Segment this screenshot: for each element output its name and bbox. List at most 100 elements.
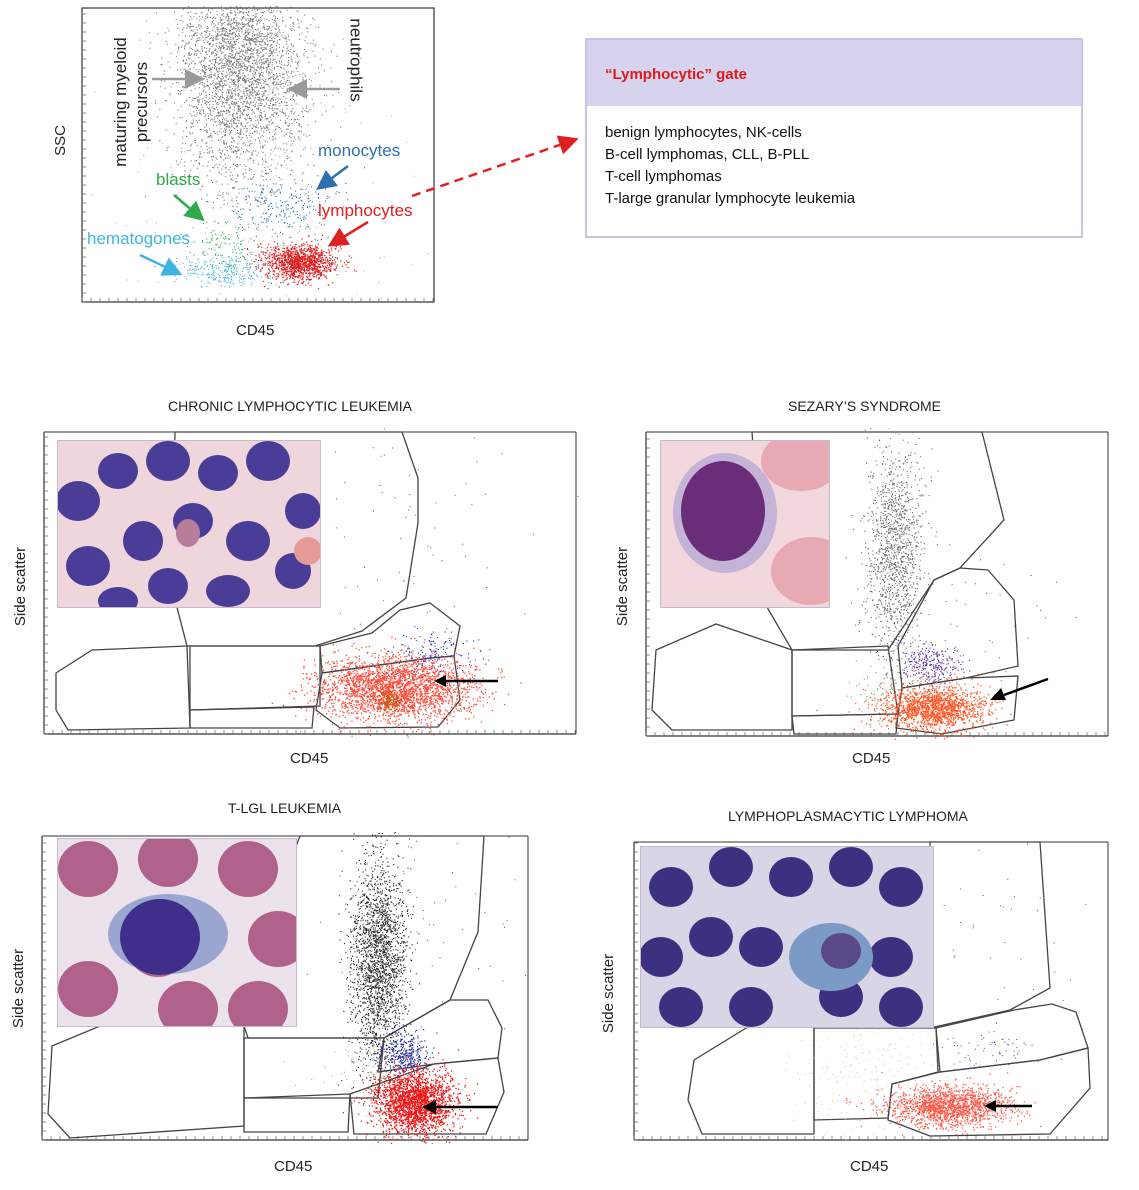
- cell-cluster-sezary: [673, 441, 829, 605]
- scatter-cloud: [785, 1022, 996, 1141]
- gate-polygon: [377, 999, 503, 1073]
- panel-cll-scatter: [253, 428, 579, 738]
- panel-cll-plot: [43, 428, 579, 738]
- panel-tlgl-ticks: [41, 842, 520, 1141]
- scatter-cloud: [933, 1031, 1062, 1074]
- overview-scatter: [92, 6, 429, 300]
- lymphocyte-cell: [123, 521, 163, 561]
- lymphocyte-cell: [689, 917, 733, 957]
- panel-cll: [40, 428, 580, 738]
- lymphocyte-cell: [66, 546, 110, 586]
- scatter-cloud: [351, 1047, 479, 1144]
- panel-tlgl-y-axis-label: Side scatter: [10, 948, 28, 1029]
- scatter-cloud: [271, 636, 522, 738]
- lymphocyte-cell: [206, 575, 250, 607]
- lymphocyte-cell: [869, 937, 913, 977]
- scatter-cloud: [876, 635, 971, 694]
- panel-sezary-scatter: [816, 428, 1077, 740]
- arrow-lymphocytes: [327, 220, 369, 247]
- panel-title-lpl: LYMPHOPLASMACYTIC LYMPHOMA: [728, 808, 968, 824]
- panel-tlgl-x-axis-label: CD45: [274, 1158, 313, 1175]
- panel-cll-x-axis-label: CD45: [290, 750, 329, 767]
- red-blood-cell: [248, 911, 296, 967]
- gate-polygon: [895, 675, 1019, 735]
- scatter-cloud: [154, 247, 296, 295]
- scatter-cloud: [816, 669, 1012, 740]
- arrow-blasts: [173, 194, 205, 222]
- label-monocytes: monocytes: [318, 141, 401, 160]
- gate-polygon: [349, 1057, 505, 1135]
- micrograph-lpl: [640, 846, 934, 1028]
- scatter-cloud: [243, 234, 357, 290]
- axis-tick-marks: [41, 842, 520, 1141]
- label-hematogones: hematogones: [87, 229, 191, 248]
- lymphocyte-cell: [98, 453, 138, 489]
- scatter-cloud: [364, 1022, 438, 1078]
- gate-polygon: [171, 431, 419, 647]
- scatter-cloud: [846, 1072, 1042, 1136]
- lymphocyte-cell: [641, 937, 683, 977]
- gate-item: T-cell lymphomas: [605, 168, 722, 185]
- panel-cll-y-axis-label: Side scatter: [12, 546, 30, 627]
- panel-lpl-x-axis-label: CD45: [850, 1158, 889, 1175]
- gate-polygon: [189, 706, 315, 729]
- lgl-nucleus: [120, 899, 200, 975]
- lymphocyte-cell: [659, 987, 703, 1027]
- lymphocyte-cell: [226, 521, 270, 561]
- panel-cll-gates: [55, 431, 461, 731]
- lymphocyte-cell: [879, 867, 923, 907]
- panel-sezary-y-axis-label: Side scatter: [614, 546, 632, 627]
- gate-polygon: [935, 1003, 1089, 1073]
- lymphocyte-cell: [769, 857, 813, 897]
- overview-plot: [80, 6, 436, 304]
- red-blood-cell: [771, 537, 829, 605]
- micrograph-cll: [57, 440, 321, 608]
- gate-polygon: [929, 841, 1051, 1029]
- panel-lpl: [630, 838, 1112, 1144]
- red-blood-cell: [228, 981, 288, 1026]
- lymphocytic-gate-header: “Lymphocytic” gate: [587, 40, 1081, 106]
- arrow-to-gate: [411, 135, 579, 198]
- lymphocyte-cell: [709, 847, 753, 887]
- sezary-cell-nucleus: [681, 461, 765, 561]
- gate-polygon: [791, 713, 899, 735]
- lymphocytic-gate-title: “Lymphocytic” gate: [605, 66, 747, 83]
- plasmacytoid-nucleus: [821, 933, 861, 969]
- lymphocyte-cell: [246, 441, 290, 481]
- gate-polygon: [687, 1021, 815, 1135]
- label-lymphocytes: lymphocytes: [318, 201, 413, 220]
- red-blood-cell: [294, 537, 320, 565]
- scatter-cloud: [338, 832, 420, 1143]
- cell-cluster-lpl: [641, 847, 923, 1027]
- red-blood-cell: [158, 981, 218, 1026]
- gate-polygon: [243, 1037, 385, 1099]
- lymphocyte-cell: [729, 987, 773, 1027]
- smudge-cell: [176, 519, 200, 547]
- axis-tick-marks: [43, 436, 576, 735]
- lymphocyte-cell: [879, 987, 923, 1027]
- micrograph-sezary: [660, 440, 830, 608]
- arrow-cll: [434, 675, 498, 687]
- panel-sezary-gates: [651, 431, 1019, 735]
- red-blood-cell: [58, 841, 118, 897]
- scatter-cloud: [925, 843, 1087, 1069]
- lymphocyte-cell: [739, 927, 783, 967]
- panel-lpl-scatter: [785, 843, 1087, 1141]
- panel-tlgl-plot: [41, 832, 529, 1144]
- gate-polygon: [243, 1093, 351, 1133]
- gate-item: benign lymphocytes, NK-cells: [605, 124, 802, 141]
- panel-title-cll: CHRONIC LYMPHOCYTIC LEUKEMIA: [168, 398, 412, 414]
- red-blood-cell: [138, 839, 198, 887]
- panel-lpl-y-axis-label: Side scatter: [600, 953, 618, 1034]
- scatter-cloud: [378, 685, 403, 716]
- panel-lpl-ticks: [633, 842, 1103, 1141]
- gate-item: B-cell lymphomas, CLL, B-PLL: [605, 146, 810, 163]
- gate-polygon: [47, 1025, 245, 1139]
- overview-x-axis-label: CD45: [236, 322, 275, 339]
- red-blood-cell: [58, 961, 118, 1017]
- overview-arrows: [139, 69, 579, 276]
- panel-tlgl: [38, 832, 532, 1144]
- panel-sezary: [642, 428, 1112, 740]
- panel-title-sezary: SEZARY’S SYNDROME: [788, 398, 941, 414]
- lymphocyte-cell: [148, 568, 188, 604]
